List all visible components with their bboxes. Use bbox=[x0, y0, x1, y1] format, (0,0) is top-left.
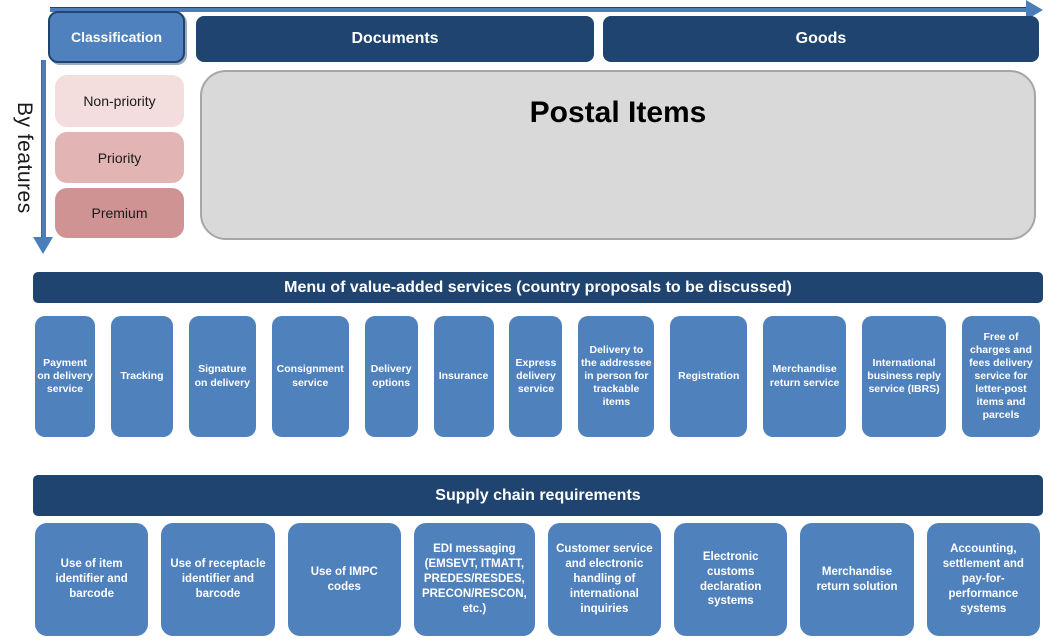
value-added-services-row: Payment on delivery service Tracking Signa… bbox=[35, 316, 1040, 437]
supply-chain-row: Use of item identifier and barcode Use of… bbox=[35, 523, 1040, 636]
supply-chain-requirement: EDI messaging (EMSEVT, ITMATT, PREDES/RE… bbox=[413, 523, 535, 636]
supply-chain-requirement: Use of item identifier and barcode bbox=[35, 523, 149, 636]
value-added-service: Merchandise return service bbox=[763, 316, 847, 437]
column-header-goods: Goods bbox=[603, 16, 1039, 62]
value-added-service-label: Consignment service bbox=[276, 363, 344, 389]
supply-chain-requirement: Accounting, settlement and pay-for-perfo… bbox=[926, 523, 1040, 636]
value-added-service: Express delivery service bbox=[509, 316, 563, 437]
supply-chain-requirement-label: EDI messaging (EMSEVT, ITMATT, PREDES/RE… bbox=[421, 543, 527, 615]
row-non-priority: Non-priority bbox=[55, 75, 184, 127]
supply-chain-requirement: Use of IMPC codes bbox=[287, 523, 401, 636]
supply-chain-requirement-label: Use of item identifier and barcode bbox=[55, 558, 128, 600]
value-added-service: International business reply service (IB… bbox=[862, 316, 947, 437]
value-added-service-label: Payment on delivery service bbox=[37, 356, 93, 396]
supply-chain-requirement-label: Electronic customs declaration systems bbox=[700, 550, 762, 608]
value-added-service-label: International business reply service (IB… bbox=[867, 356, 941, 396]
value-added-service: Consignment service bbox=[271, 316, 349, 437]
supply-chain-requirement-label: Use of IMPC codes bbox=[310, 565, 378, 593]
supply-chain-requirement-label: Merchandise return solution bbox=[816, 565, 898, 593]
value-added-services-banner: Menu of value-added services (country pr… bbox=[33, 272, 1043, 303]
value-added-service: Insurance bbox=[433, 316, 494, 437]
value-added-service: Registration bbox=[670, 316, 748, 437]
value-added-service-label: Registration bbox=[678, 369, 740, 382]
value-added-service: Delivery options bbox=[364, 316, 418, 437]
supply-chain-requirement: Merchandise return solution bbox=[800, 523, 914, 636]
value-added-service: Free of charges and fees delivery servic… bbox=[961, 316, 1040, 437]
supply-chain-requirement-label: Customer service and electronic handling… bbox=[556, 543, 653, 615]
row-premium: Premium bbox=[55, 188, 184, 238]
value-added-service-label: Tracking bbox=[120, 369, 164, 382]
supply-chain-requirement: Customer service and electronic handling… bbox=[547, 523, 662, 636]
value-added-service-label: Express delivery service bbox=[515, 356, 557, 396]
value-added-service: Payment on delivery service bbox=[35, 316, 95, 437]
value-added-service-label: Delivery options bbox=[370, 363, 412, 389]
supply-chain-requirement: Use of receptacle identifier and barcode bbox=[161, 523, 275, 636]
value-added-service: Delivery to the addressee in person for … bbox=[578, 316, 655, 437]
right-arrow-head-icon bbox=[1026, 0, 1043, 20]
value-added-service: Signature on delivery bbox=[188, 316, 256, 437]
supply-chain-banner: Supply chain requirements bbox=[33, 475, 1043, 516]
row-priority: Priority bbox=[55, 132, 184, 183]
value-added-service-label: Merchandise return service bbox=[769, 363, 840, 389]
value-added-service: Tracking bbox=[110, 316, 173, 437]
supply-chain-requirement-label: Use of receptacle identifier and barcode bbox=[170, 558, 266, 600]
right-arrow-icon bbox=[50, 7, 1028, 12]
value-added-service-label: Signature on delivery bbox=[194, 363, 251, 389]
supply-chain-requirement: Electronic customs declaration systems bbox=[674, 523, 788, 636]
down-arrow-head-icon bbox=[33, 237, 53, 254]
by-features-axis-label: By features bbox=[13, 102, 36, 214]
value-added-service-label: Free of charges and fees delivery servic… bbox=[969, 330, 1033, 422]
supply-chain-requirement-label: Accounting, settlement and pay-for-perfo… bbox=[942, 543, 1024, 615]
postal-items-box: Postal Items bbox=[200, 70, 1036, 240]
value-added-service-label: Insurance bbox=[438, 369, 489, 382]
column-header-documents: Documents bbox=[196, 16, 594, 62]
classification-header: Classification bbox=[48, 11, 185, 63]
value-added-service-label: Delivery to the addressee in person for … bbox=[581, 343, 652, 409]
down-arrow-icon bbox=[41, 60, 46, 238]
